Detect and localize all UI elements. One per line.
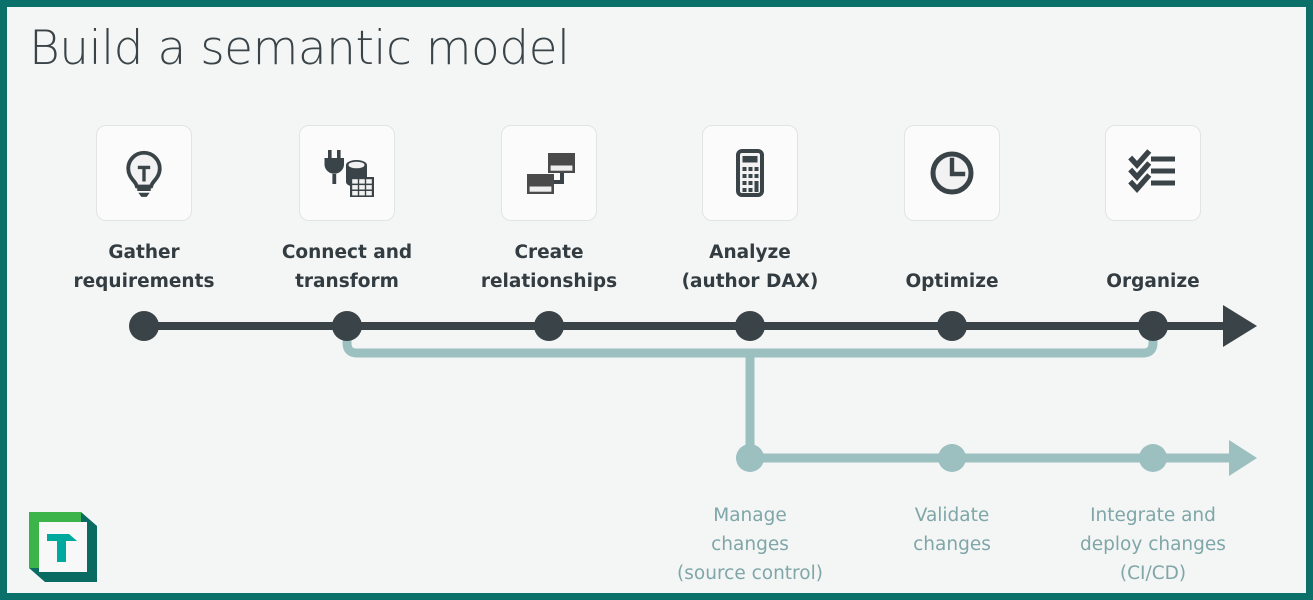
relationships-icon [522, 146, 576, 200]
step-tile-gather[interactable] [96, 125, 192, 221]
clock-icon [926, 147, 978, 199]
primary-node-gather [129, 311, 159, 341]
step-label-optimize: Optimize [905, 271, 999, 292]
step-tile-relationships[interactable] [501, 125, 597, 221]
secondary-node-validate [938, 444, 966, 472]
step-tile-organize[interactable] [1105, 125, 1201, 221]
sub-label-validate: Validate changes [913, 505, 991, 556]
page-title: Build a semantic model [29, 21, 570, 76]
logo-letter-t [47, 534, 77, 562]
sub-label-manage: Manage changes (source control) [677, 505, 823, 585]
primary-node-organize [1138, 311, 1168, 341]
change-management-track [736, 440, 1257, 476]
primary-track [129, 305, 1257, 347]
plug-database-icon [318, 144, 376, 202]
secondary-node-integrate [1139, 444, 1167, 472]
primary-node-analyze [735, 311, 765, 341]
primary-node-optimize [937, 311, 967, 341]
primary-node-relationships [534, 311, 564, 341]
checklist-icon [1127, 147, 1179, 199]
sub-label-integrate: Integrate and deploy changes (CI/CD) [1080, 505, 1226, 585]
lifecycle-loop-connector [342, 326, 1158, 458]
secondary-node-manage [736, 444, 764, 472]
step-tile-connect[interactable] [299, 125, 395, 221]
step-label-connect: Connect and transform [281, 242, 413, 293]
primary-node-connect [332, 311, 362, 341]
lightbulb-icon [117, 146, 171, 200]
step-label-analyze: Analyze (author DAX) [681, 242, 819, 293]
calculator-icon [724, 147, 776, 199]
step-label-gather: Gather requirements [73, 242, 215, 293]
step-label-relationships: Create relationships [480, 242, 618, 293]
step-label-organize: Organize [1106, 271, 1200, 292]
step-tile-analyze[interactable] [702, 125, 798, 221]
step-tile-optimize[interactable] [904, 125, 1000, 221]
tabular-editor-logo[interactable] [29, 512, 99, 587]
